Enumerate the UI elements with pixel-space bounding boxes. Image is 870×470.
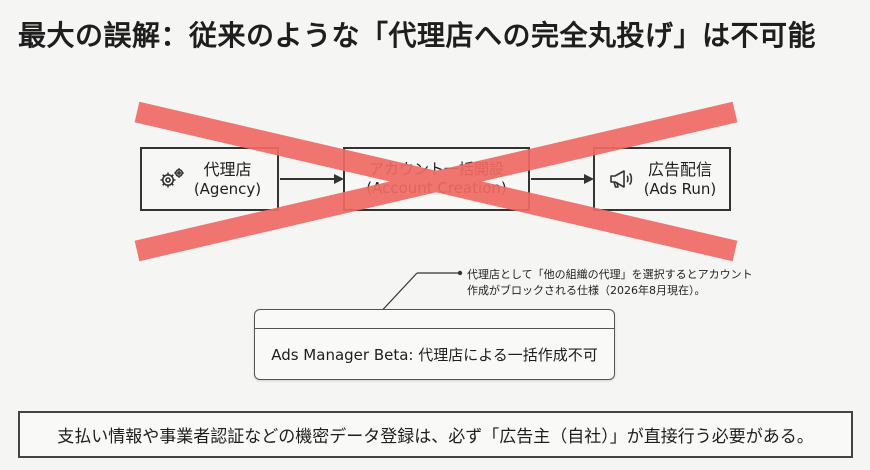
card-header-divider [255,328,614,329]
account-creation-box: アカウント一括開設 (Account Creation) [343,147,530,211]
ads-run-box: 広告配信 (Ads Run) [593,147,731,211]
callout-note: 代理店として「他の組織の代理」を選択するとアカウント 作成がブロックされる仕様（… [467,267,797,299]
agency-sub: (Agency) [193,179,262,198]
account-creation-sub: (Account Creation) [366,179,507,197]
ads-run-sub: (Ads Run) [643,179,717,198]
gears-icon [160,168,184,188]
megaphone-icon [609,170,632,188]
callout-line-1: 代理店として「他の組織の代理」を選択するとアカウント [467,268,753,281]
account-creation-label: アカウント一括開設 [368,160,504,179]
agency-label: 代理店 [203,159,252,179]
beta-card-text: Ads Manager Beta: 代理店による一括作成不可 [271,346,598,364]
callout-line-2: 作成がブロックされる仕様（2026年8月現在）。 [467,284,706,297]
banner-text: 支払い情報や事業者認証などの機密データ登録は、必ず「広告主（自社）」が直接行う必… [57,427,814,447]
bottom-banner: 支払い情報や事業者認証などの機密データ登録は、必ず「広告主（自社）」が直接行う必… [18,411,853,458]
ads-manager-beta-card: Ads Manager Beta: 代理店による一括作成不可 [254,309,615,380]
page-title: 最大の誤解：従来のような「代理店への完全丸投げ」は不可能 [18,19,817,52]
agency-box: 代理店 (Agency) [140,147,279,211]
ads-run-label: 広告配信 [647,159,712,179]
